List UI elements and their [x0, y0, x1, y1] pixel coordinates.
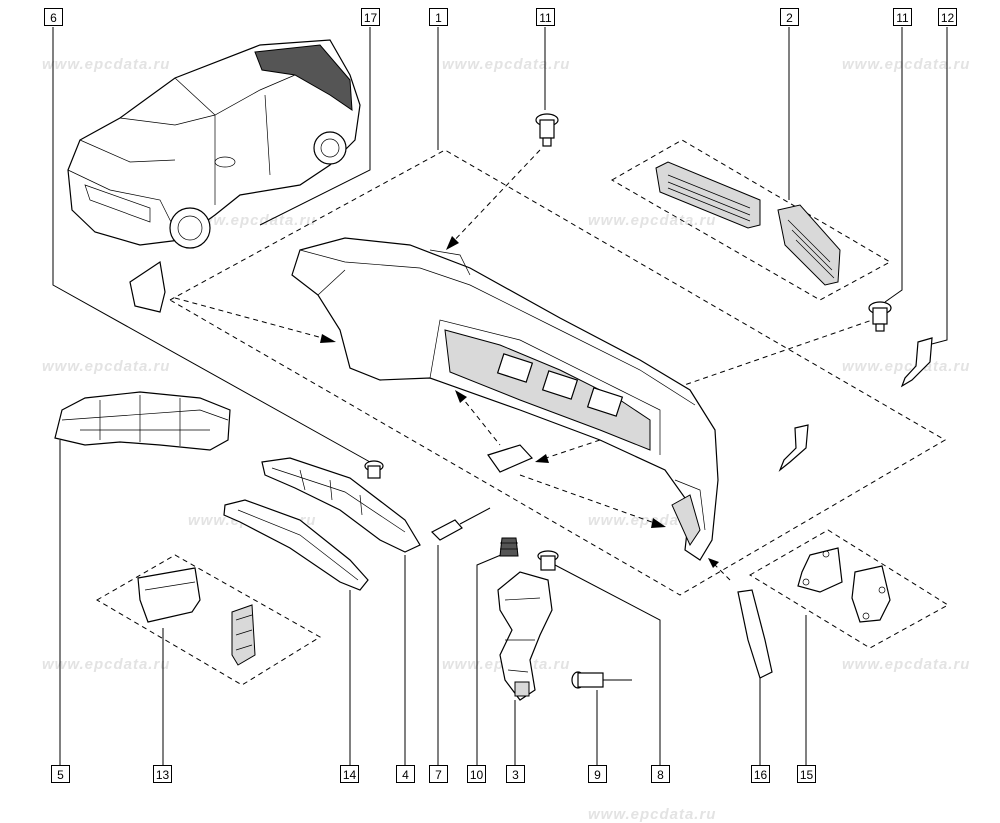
callout-11a: 11: [536, 8, 555, 26]
watermark-text: www.epcdata.ru: [42, 56, 171, 73]
part-3-bracket: [497, 571, 553, 701]
part-12-bracket: [900, 337, 933, 388]
bumper-group-outline: [168, 149, 946, 596]
leader-10: [476, 551, 509, 765]
callout-3: 3: [506, 765, 525, 783]
callout-1: 1: [429, 8, 448, 26]
watermark-text: www.epcdata.ru: [42, 358, 171, 375]
callout-14: 14: [340, 765, 359, 783]
part-14-beam: [223, 499, 369, 591]
callout-13: 13: [153, 765, 172, 783]
part-2-grille: [655, 161, 841, 286]
part-13-brackets: [137, 567, 256, 666]
bumper-clip-block: [487, 444, 534, 473]
part-6-clip: [364, 460, 384, 479]
watermark-text: www.epcdata.ru: [588, 806, 717, 823]
watermark-text: www.epcdata.ru: [842, 56, 971, 73]
callout-2: 2: [780, 8, 799, 26]
callout-10: 10: [467, 765, 486, 783]
callout-17: 17: [361, 8, 380, 26]
watermark-text: www.epcdata.ru: [188, 212, 317, 229]
callout-4: 4: [396, 765, 415, 783]
callout-8: 8: [651, 765, 670, 783]
part-9-rivet: [571, 671, 632, 689]
part-6-flap: [129, 260, 166, 313]
callout-7: 7: [429, 765, 448, 783]
leader-12: [927, 27, 948, 346]
part-7-rivet: [430, 507, 491, 541]
part-11-clip-right: [868, 301, 892, 332]
callout-16: 16: [751, 765, 770, 783]
callout-15: 15: [797, 765, 816, 783]
leader-6: [52, 27, 371, 463]
part-11-clip-top: [535, 113, 559, 147]
watermark-text: www.epcdata.ru: [42, 656, 171, 673]
watermark-text: www.epcdata.ru: [842, 656, 971, 673]
part-4-reinforcement: [261, 457, 421, 553]
bracket-group-outline-13: [96, 554, 321, 686]
part-10-spring: [499, 537, 519, 557]
callout-12: 12: [938, 8, 957, 26]
callout-9: 9: [588, 765, 607, 783]
part-1-bumper: [291, 237, 719, 561]
watermark-text: www.epcdata.ru: [842, 358, 971, 375]
part-8-clip: [537, 550, 559, 571]
callout-6: 6: [44, 8, 63, 26]
part-15-brackets: [797, 547, 891, 623]
watermark-text: www.epcdata.ru: [442, 56, 571, 73]
bracket-group-outline-15: [749, 529, 949, 649]
bracket-right-small: [778, 424, 809, 472]
leader-8: [554, 564, 661, 765]
grille-group-outline: [610, 139, 892, 301]
callout-11b: 11: [893, 8, 912, 26]
part-16-strip: [737, 589, 773, 679]
leader-11b: [884, 27, 903, 303]
watermark-text: www.epcdata.ru: [588, 212, 717, 229]
leader-17: [259, 27, 371, 226]
callout-5: 5: [51, 765, 70, 783]
car-overview: [67, 39, 361, 249]
part-5-absorber: [54, 391, 231, 451]
